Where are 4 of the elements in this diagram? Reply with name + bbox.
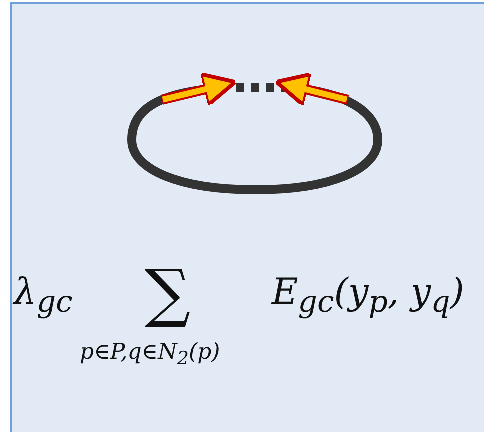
- lambda-symbol: λ$_{gc}$: [14, 272, 73, 320]
- energy-term: E$_{gc}$(y$_{p}$, y$_{q}$): [272, 272, 464, 320]
- summation-sign: ∑: [145, 262, 191, 326]
- summation-index: p∈P,q∈N$_{2}$(p): [80, 340, 220, 370]
